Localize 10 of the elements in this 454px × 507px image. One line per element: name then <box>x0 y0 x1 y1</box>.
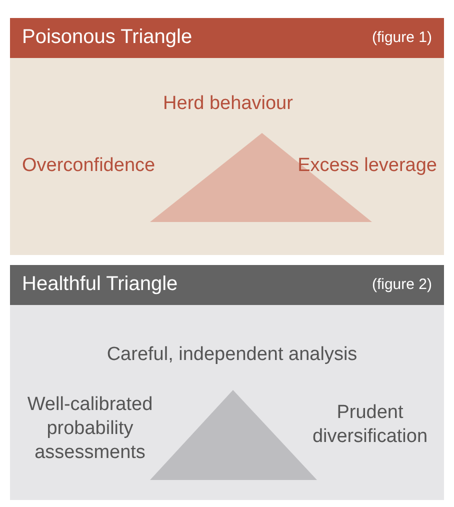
corner-label: Prudent diversification <box>311 401 429 449</box>
corner-label: Overconfidence <box>22 154 156 178</box>
figure-label: (figure 1) <box>372 29 432 46</box>
corner-label: Herd behaviour <box>162 92 294 116</box>
corner-label: Excess leverage <box>296 154 437 178</box>
panel-title: Poisonous Triangle <box>22 26 192 49</box>
corner-label: Well-calibrated probability assessments <box>26 393 154 465</box>
figure-label: (figure 2) <box>372 276 432 293</box>
panel-title: Healthful Triangle <box>22 273 178 296</box>
corner-label: Careful, independent analysis <box>106 343 358 367</box>
